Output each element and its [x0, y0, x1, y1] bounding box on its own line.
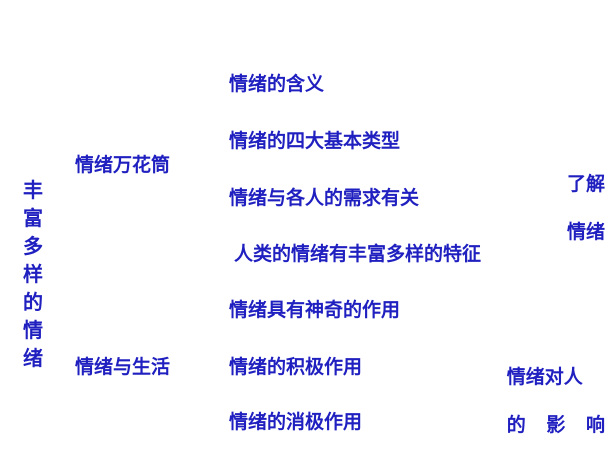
leaf-topic-meaning-of-emotion: 情绪的含义 [229, 73, 325, 95]
summary-label-line-1: 了解 [566, 173, 605, 195]
summary-label-line-2: 情绪 [566, 221, 605, 243]
summary-label-emotion-impact-on-people: 情绪对人 的 影 响 [507, 341, 605, 457]
leaf-topic-emotion-relates-to-needs: 情绪与各人的需求有关 [229, 187, 420, 209]
leaf-topic-negative-effect: 情绪的消极作用 [229, 411, 363, 433]
summary-label-line-2: 的 影 响 [506, 414, 612, 436]
branch-topic-emotion-and-life: 情绪与生活 [75, 356, 171, 378]
leaf-topic-emotion-has-magical-effect: 情绪具有神奇的作用 [229, 299, 401, 321]
summary-label-understand-emotion: 了解 情绪 [567, 148, 605, 244]
root-topic-label: 丰富多样的情绪 [23, 178, 43, 370]
leaf-topic-positive-effect: 情绪的积极作用 [229, 356, 363, 378]
leaf-topic-four-basic-types: 情绪的四大基本类型 [229, 130, 401, 152]
summary-label-line-1: 情绪对人 [506, 366, 583, 388]
branch-topic-emotion-kaleidoscope: 情绪万花筒 [75, 154, 171, 176]
leaf-topic-rich-and-varied-features: 人类的情绪有丰富多样的特征 [234, 243, 482, 265]
